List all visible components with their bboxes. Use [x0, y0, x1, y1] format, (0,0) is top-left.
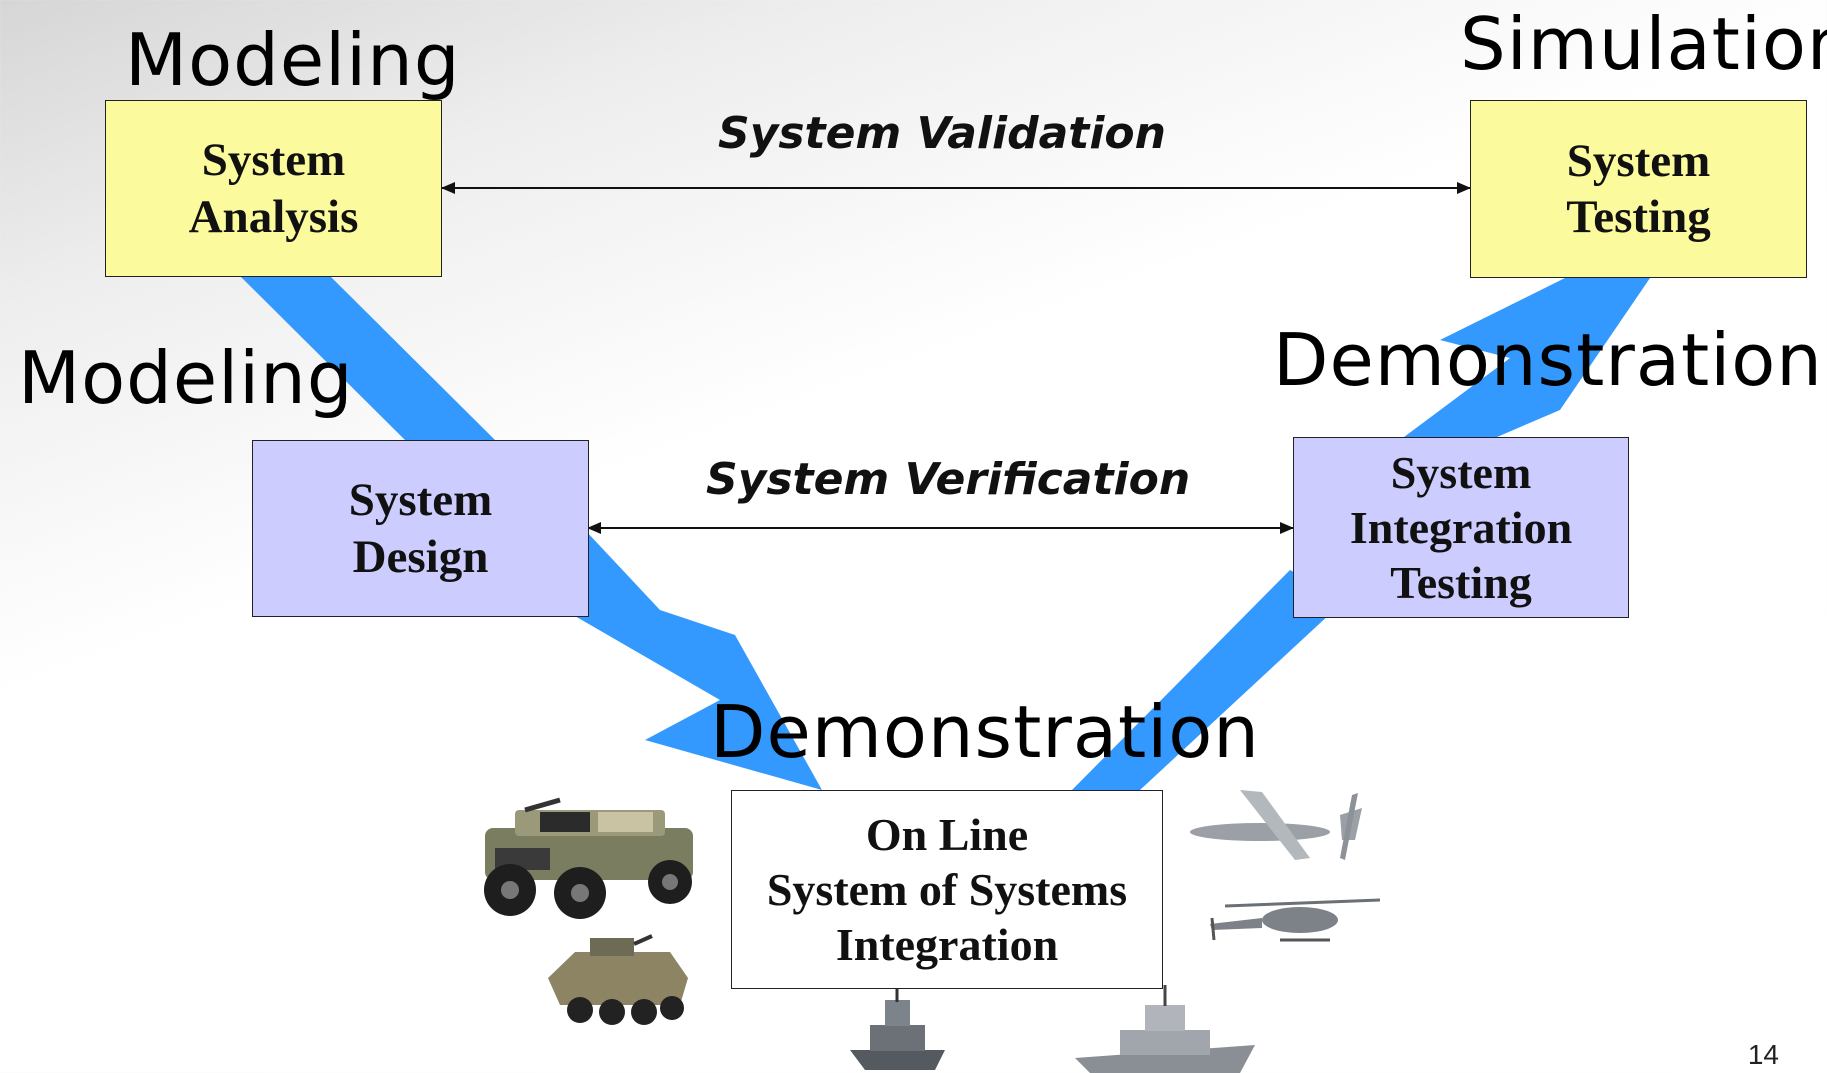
cruiser-ship-icon	[1075, 985, 1255, 1073]
system-analysis-box: System Analysis	[105, 100, 442, 277]
helicopter-icon	[1210, 898, 1381, 942]
flow-arrow-design-to-online	[530, 530, 822, 790]
system-validation-label: System Validation	[718, 108, 1166, 159]
system-verification-label: System Verification	[706, 454, 1191, 505]
online-sos-integration-box: On Line System of Systems Integration	[731, 790, 1163, 989]
box-line: Testing	[1566, 191, 1711, 243]
flow-arrow-analysis-to-design	[240, 276, 495, 440]
flow-arrow-integration-to-testing	[1400, 278, 1650, 440]
box-line: System	[201, 134, 346, 187]
box-line: Analysis	[188, 190, 359, 243]
demonstration-right-label: Demonstration	[1273, 318, 1823, 402]
system-design-box: System Design	[252, 440, 589, 617]
box-line: System	[1566, 134, 1711, 187]
flow-arrow-online-to-integration	[1072, 570, 1345, 790]
box-line: Integration	[835, 919, 1059, 971]
box-line: System	[348, 474, 493, 527]
box-line: Testing	[1390, 557, 1532, 609]
system-integration-testing-box: System Integration Testing	[1293, 437, 1629, 618]
box-line: System	[1390, 446, 1532, 498]
box-line: Integration	[1349, 501, 1573, 553]
destroyer-ship-icon	[850, 985, 945, 1070]
modeling-top-label: Modeling	[125, 18, 461, 102]
drone-icon	[1190, 790, 1362, 860]
simulation-label: Simulation	[1460, 2, 1827, 86]
box-line: On Line	[865, 808, 1029, 860]
modeling-left-label: Modeling	[18, 336, 354, 420]
humvee-icon	[484, 797, 693, 919]
system-testing-box: System Testing	[1470, 100, 1807, 278]
box-line: System of Systems	[766, 863, 1128, 915]
demonstration-center-label: Demonstration	[710, 690, 1260, 774]
armored-vehicle-icon	[548, 934, 688, 1025]
box-line: Design	[352, 530, 489, 583]
page-number: 14	[1747, 1039, 1779, 1070]
